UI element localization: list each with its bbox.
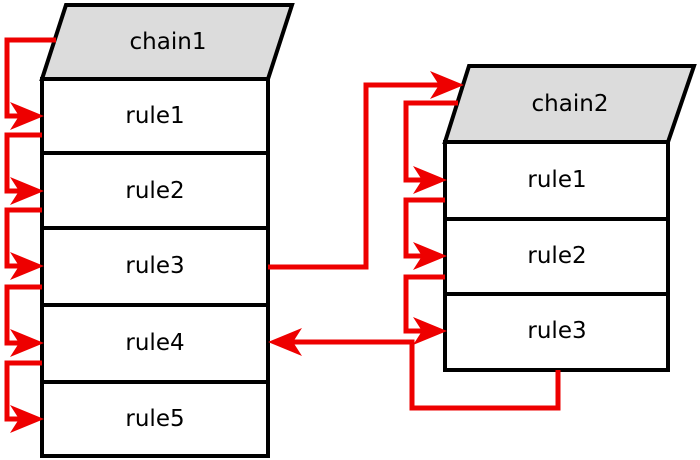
arrowhead-into-chain2-rule1 — [413, 166, 447, 194]
chain1-rule1-box — [40, 77, 270, 155]
arrowhead-into-chain2-rule3 — [413, 317, 447, 345]
flow-chain1-header-to-rule1 — [4, 37, 56, 119]
flow-arrows-group — [4, 37, 561, 433]
chain1-rule3-box — [40, 226, 270, 307]
chain2-rule3-label: rule3 — [527, 318, 586, 344]
flow-jump-rule3-to-chain2 — [268, 82, 440, 270]
arrowhead-return-into-chain1-rule4 — [268, 328, 302, 356]
chain1-rule5-label: rule5 — [125, 406, 184, 432]
chain2-rule3-box — [443, 292, 670, 372]
chain1-title: chain1 — [130, 29, 207, 55]
arrowhead-into-chain1-rule5 — [10, 405, 44, 433]
flow-chain1-rule4-to-rule5 — [4, 360, 42, 422]
chain1-rule1-label: rule1 — [125, 103, 184, 129]
flow-chain2-rule2-to-rule3 — [403, 274, 445, 334]
chain2-rule1-label: rule1 — [527, 167, 586, 193]
arrowhead-into-chain2-rule2 — [413, 242, 447, 270]
chain1-rule4-label: rule4 — [125, 330, 184, 356]
flow-chain1-rule3-to-rule4 — [4, 284, 42, 346]
chain1-rule3-label: rule3 — [125, 253, 184, 279]
flow-return-chain2-to-rule4 — [292, 339, 561, 411]
arrowhead-into-chain1-rule1 — [10, 102, 44, 130]
chain2-group: chain2 rule1 rule2 rule3 — [442, 64, 697, 372]
chain1-group: chain1 rule1 rule2 rule3 rule4 rule5 — [39, 3, 295, 458]
chain2-rule2-box — [443, 217, 670, 296]
arrowhead-into-chain1-rule2 — [10, 177, 44, 205]
arrowhead-into-chain1-rule4 — [10, 329, 44, 357]
chain1-rule4-box — [40, 303, 270, 384]
arrowhead-into-chain2-header — [430, 71, 464, 99]
chain2-title: chain2 — [532, 91, 609, 117]
arrowhead-into-chain1-rule3 — [10, 252, 44, 280]
chain2-rule2-label: rule2 — [527, 243, 586, 269]
flow-chain1-rule1-to-rule2 — [4, 132, 42, 194]
chain1-rule2-label: rule2 — [125, 178, 184, 204]
flow-chain1-rule2-to-rule3 — [4, 207, 42, 269]
flow-chain2-header-to-rule1 — [403, 100, 458, 183]
flow-chain2-rule1-to-rule2 — [403, 197, 445, 259]
